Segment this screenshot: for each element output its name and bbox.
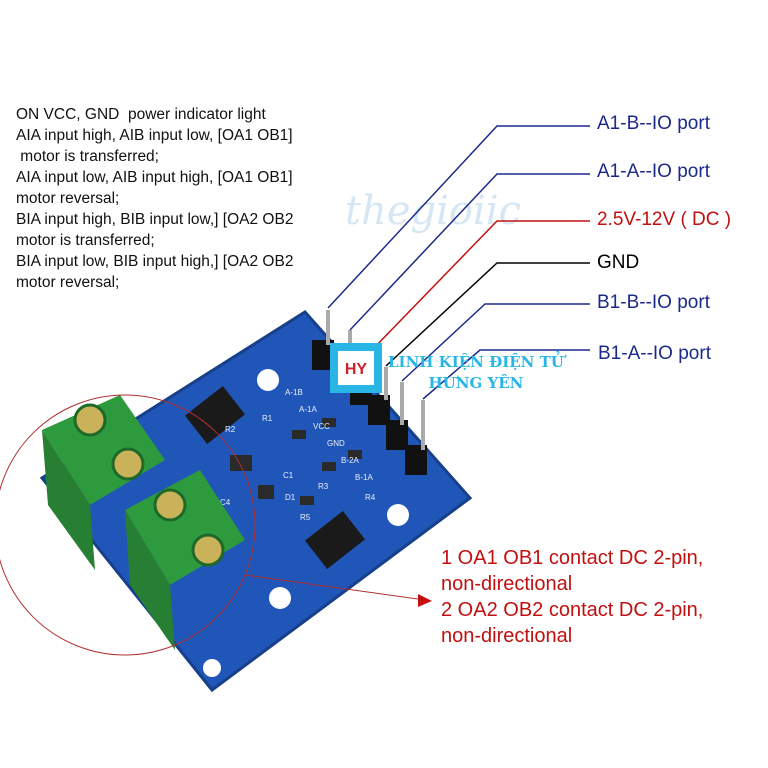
silk-vcc: VCC xyxy=(313,422,330,431)
leader-vcc xyxy=(371,220,590,351)
contact-line: non-directional xyxy=(441,625,573,647)
description-line: motor reversal; xyxy=(16,190,120,207)
leader-b1-a xyxy=(422,349,590,400)
arrowhead-icon xyxy=(418,594,432,607)
mount-hole xyxy=(387,504,409,526)
description-block: ON VCC, GND power indicator light AIA in… xyxy=(16,104,293,293)
label-b1-a: B1-A--IO port xyxy=(598,343,711,364)
description-line: motor is transferred; xyxy=(16,148,159,165)
screw-terminal-2 xyxy=(125,470,245,650)
label-b1-b: B1-B--IO port xyxy=(597,292,710,313)
terminal-highlight-circle xyxy=(0,394,256,656)
screw-terminal-1 xyxy=(42,395,165,570)
silk-gnd: GND xyxy=(327,439,345,448)
mount-hole xyxy=(203,659,221,677)
contact-line: non-directional xyxy=(441,573,573,595)
mount-hole xyxy=(257,369,279,391)
label-a1-b: A1-B--IO port xyxy=(597,113,710,134)
brand-logo: HY xyxy=(330,343,382,393)
leader-a1-a xyxy=(349,173,590,331)
label-gnd: GND xyxy=(597,252,640,273)
driver-chip-1 xyxy=(185,386,245,444)
silk-c4: C4 xyxy=(220,498,231,507)
contact-description: 1 OA1 OB1 contact DC 2-pin, non-directio… xyxy=(441,545,703,649)
silk-b-2a: B-2A xyxy=(341,456,359,465)
silk-a-1a: A-1A xyxy=(299,405,317,414)
leader-b1-b xyxy=(401,303,590,382)
brand-line-2: HƯNG YÊN xyxy=(428,374,524,392)
driver-chip-2 xyxy=(305,511,365,569)
description-line: BIA input low, BIB input high,] [OA2 OB2 xyxy=(16,253,294,270)
description-line: AIA input high, AIB input low, [OA1 OB1] xyxy=(16,127,293,144)
silk-r5: R5 xyxy=(300,513,311,522)
mount-hole xyxy=(269,587,291,609)
silkscreen-labels: A-1B A-1A VCC GND B-2A B-1A R1 R2 R3 R4 … xyxy=(220,388,376,522)
brand-text: LINH KIỆN ĐIỆN TỬ HƯNG YÊN xyxy=(388,352,564,394)
leader-gnd xyxy=(385,262,590,367)
smd-parts xyxy=(230,418,362,505)
silk-r1: R1 xyxy=(262,414,273,423)
brand-logo-text: HY xyxy=(345,361,368,378)
label-vcc: 2.5V-12V ( DC ) xyxy=(597,209,732,230)
contact-line: 1 OA1 OB1 contact DC 2-pin, xyxy=(441,547,704,569)
brand-line-1: LINH KIỆN ĐIỆN TỬ xyxy=(388,353,564,371)
description-line: ON VCC, GND power indicator light xyxy=(16,106,266,123)
terminal-arrow xyxy=(244,574,426,601)
silk-r3: R3 xyxy=(318,482,329,491)
label-a1-a: A1-A--IO port xyxy=(597,161,710,182)
silk-b-1a: B-1A xyxy=(355,473,373,482)
description-line: AIA input low, AIB input high, [OA1 OB1] xyxy=(16,169,293,186)
silk-d1: D1 xyxy=(285,493,296,502)
description-line: motor is transferred; xyxy=(16,232,155,249)
silk-a-1b: A-1B xyxy=(285,388,303,397)
description-line: BIA input high, BIB input low,] [OA2 OB2 xyxy=(16,211,294,228)
silk-r4: R4 xyxy=(365,493,376,502)
leader-a1-b xyxy=(327,125,590,309)
silk-r2: R2 xyxy=(225,425,236,434)
silk-c1: C1 xyxy=(283,471,294,480)
description-line: motor reversal; xyxy=(16,274,120,291)
contact-line: 2 OA2 OB2 contact DC 2-pin, xyxy=(441,599,704,621)
